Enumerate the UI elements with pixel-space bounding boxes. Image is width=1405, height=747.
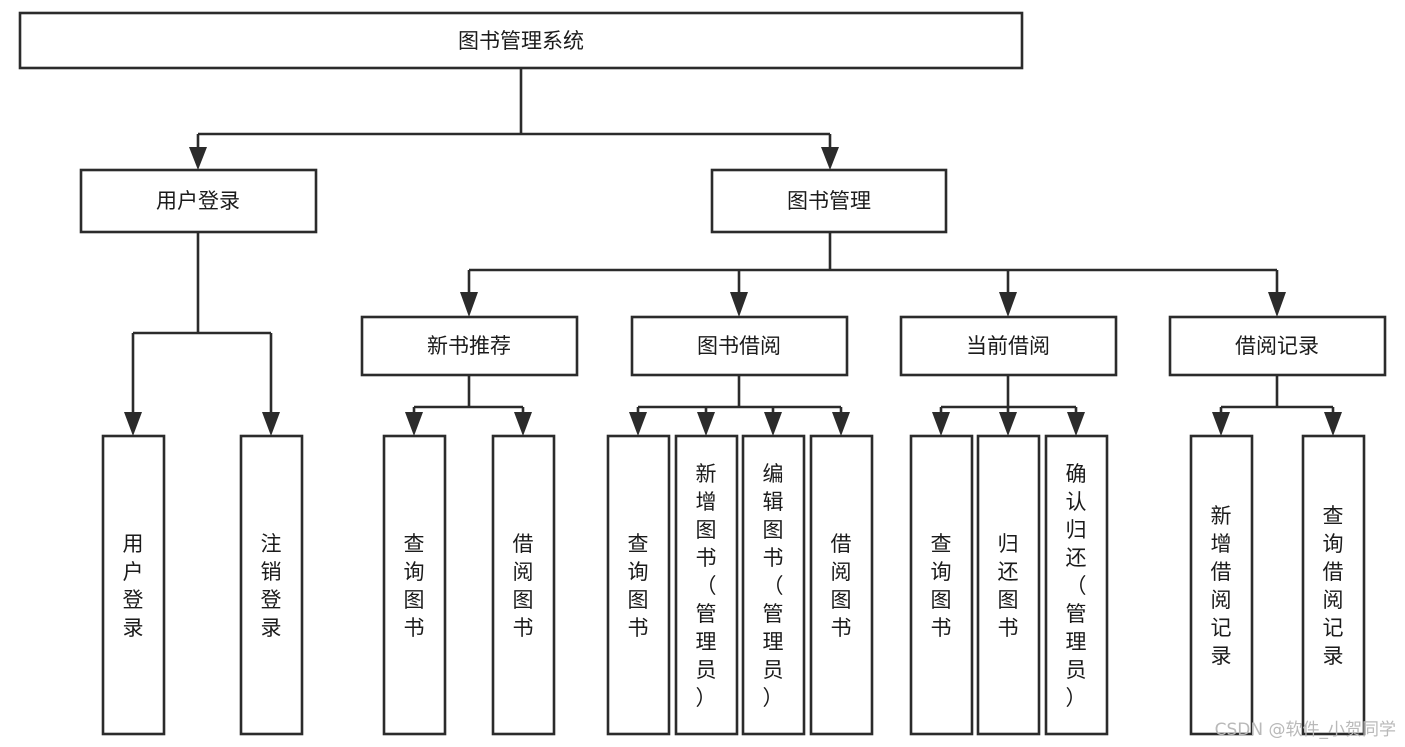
leaf-book-borrow-2[interactable]: 新增图书（管理员） <box>674 434 739 736</box>
leaf-user-login-2[interactable]: 注销登录 <box>239 434 304 736</box>
book-manage-box[interactable] <box>710 168 948 234</box>
node-borrow-record[interactable]: 借阅记录 <box>1168 315 1387 377</box>
user-login-label: 用户登录 <box>156 189 240 213</box>
borrow-record-box[interactable] <box>1168 315 1387 377</box>
book-borrow-label: 图书借阅 <box>697 334 781 358</box>
book-borrow-box[interactable] <box>630 315 849 377</box>
leaf-current-borrow-1[interactable]: 查询图书 <box>909 434 974 736</box>
leaf-label: 查询借阅记录 <box>1323 504 1344 668</box>
arrow-to-new-book <box>460 292 478 317</box>
arrow-to-current-borrow <box>999 292 1017 317</box>
leaf-box[interactable] <box>1189 434 1254 736</box>
leaf-label: 借阅图书 <box>831 532 852 640</box>
arrow-book-borrow-leaf3 <box>764 412 782 436</box>
node-user-login[interactable]: 用户登录 <box>79 168 318 234</box>
leaf-borrow-record-1[interactable]: 新增借阅记录 <box>1189 434 1254 736</box>
leaf-label: 查询图书 <box>931 532 952 640</box>
leaf-box[interactable] <box>976 434 1041 736</box>
leaf-box[interactable] <box>382 434 447 736</box>
leaf-box[interactable] <box>809 434 874 736</box>
root-box[interactable] <box>18 11 1024 70</box>
node-book-borrow[interactable]: 图书借阅 <box>630 315 849 377</box>
leaf-label: 编辑图书（管理员） <box>763 462 784 710</box>
leaf-user-login-1[interactable]: 用户登录 <box>101 434 166 736</box>
leaf-label: 用户登录 <box>123 532 144 640</box>
arrow-current-borrow-leaf3 <box>1067 412 1085 436</box>
connectors-layer <box>124 68 1342 436</box>
arrow-to-book-manage <box>821 147 839 170</box>
leaf-label: 新增图书（管理员） <box>696 462 717 710</box>
leaf-borrow-record-2[interactable]: 查询借阅记录 <box>1301 434 1366 736</box>
leaf-label: 新增借阅记录 <box>1211 504 1232 668</box>
leaf-box[interactable] <box>674 434 739 736</box>
current-borrow-label: 当前借阅 <box>966 334 1050 358</box>
arrow-new-book-leaf2 <box>514 412 532 436</box>
leaf-box[interactable] <box>606 434 671 736</box>
root-label: 图书管理系统 <box>458 29 584 53</box>
leaf-book-borrow-4[interactable]: 借阅图书 <box>809 434 874 736</box>
leaf-new-book-2[interactable]: 借阅图书 <box>491 434 556 736</box>
node-current-borrow[interactable]: 当前借阅 <box>899 315 1118 377</box>
leaf-current-borrow-2[interactable]: 归还图书 <box>976 434 1041 736</box>
leaf-label: 注销登录 <box>261 532 282 640</box>
leaf-new-book-1[interactable]: 查询图书 <box>382 434 447 736</box>
csdn-watermark: CSDN @软件_小贺同学 <box>1215 720 1396 740</box>
node-new-book-recommend[interactable]: 新书推荐 <box>360 315 579 377</box>
leaf-box[interactable] <box>909 434 974 736</box>
current-borrow-box[interactable] <box>899 315 1118 377</box>
arrow-user-login-leaf2 <box>262 412 280 436</box>
arrow-borrow-record-leaf2 <box>1324 412 1342 436</box>
node-root[interactable]: 图书管理系统 <box>18 11 1024 70</box>
leaf-book-borrow-3[interactable]: 编辑图书（管理员） <box>741 434 806 736</box>
leaf-box[interactable] <box>101 434 166 736</box>
arrow-current-borrow-leaf1 <box>932 412 950 436</box>
leaf-current-borrow-3[interactable]: 确认归还（管理员） <box>1044 434 1109 736</box>
arrow-user-login-leaf1 <box>124 412 142 436</box>
new-book-recommend-label: 新书推荐 <box>427 334 511 358</box>
arrow-to-user-login <box>189 147 207 170</box>
arrow-book-borrow-leaf4 <box>832 412 850 436</box>
arrow-book-borrow-leaf1 <box>629 412 647 436</box>
leaf-box[interactable] <box>1044 434 1109 736</box>
new-book-recommend-box[interactable] <box>360 315 579 377</box>
arrow-new-book-leaf1 <box>405 412 423 436</box>
leaf-box[interactable] <box>741 434 806 736</box>
borrow-record-label: 借阅记录 <box>1235 334 1319 358</box>
leaf-label: 确认归还（管理员） <box>1066 462 1087 710</box>
leaf-label: 查询图书 <box>628 532 649 640</box>
arrow-book-borrow-leaf2 <box>697 412 715 436</box>
arrow-current-borrow-leaf2 <box>999 412 1017 436</box>
arrow-borrow-record-leaf1 <box>1212 412 1230 436</box>
leaf-box[interactable] <box>1301 434 1366 736</box>
arrow-to-book-borrow <box>730 292 748 317</box>
leaf-box[interactable] <box>239 434 304 736</box>
book-manage-label: 图书管理 <box>787 189 871 213</box>
node-book-manage[interactable]: 图书管理 <box>710 168 948 234</box>
leaf-label: 归还图书 <box>998 532 1019 640</box>
arrow-to-borrow-record <box>1268 292 1286 317</box>
leaf-label: 借阅图书 <box>513 532 534 640</box>
user-login-box[interactable] <box>79 168 318 234</box>
leaf-label: 查询图书 <box>404 532 425 640</box>
leaf-book-borrow-1[interactable]: 查询图书 <box>606 434 671 736</box>
leaf-box[interactable] <box>491 434 556 736</box>
